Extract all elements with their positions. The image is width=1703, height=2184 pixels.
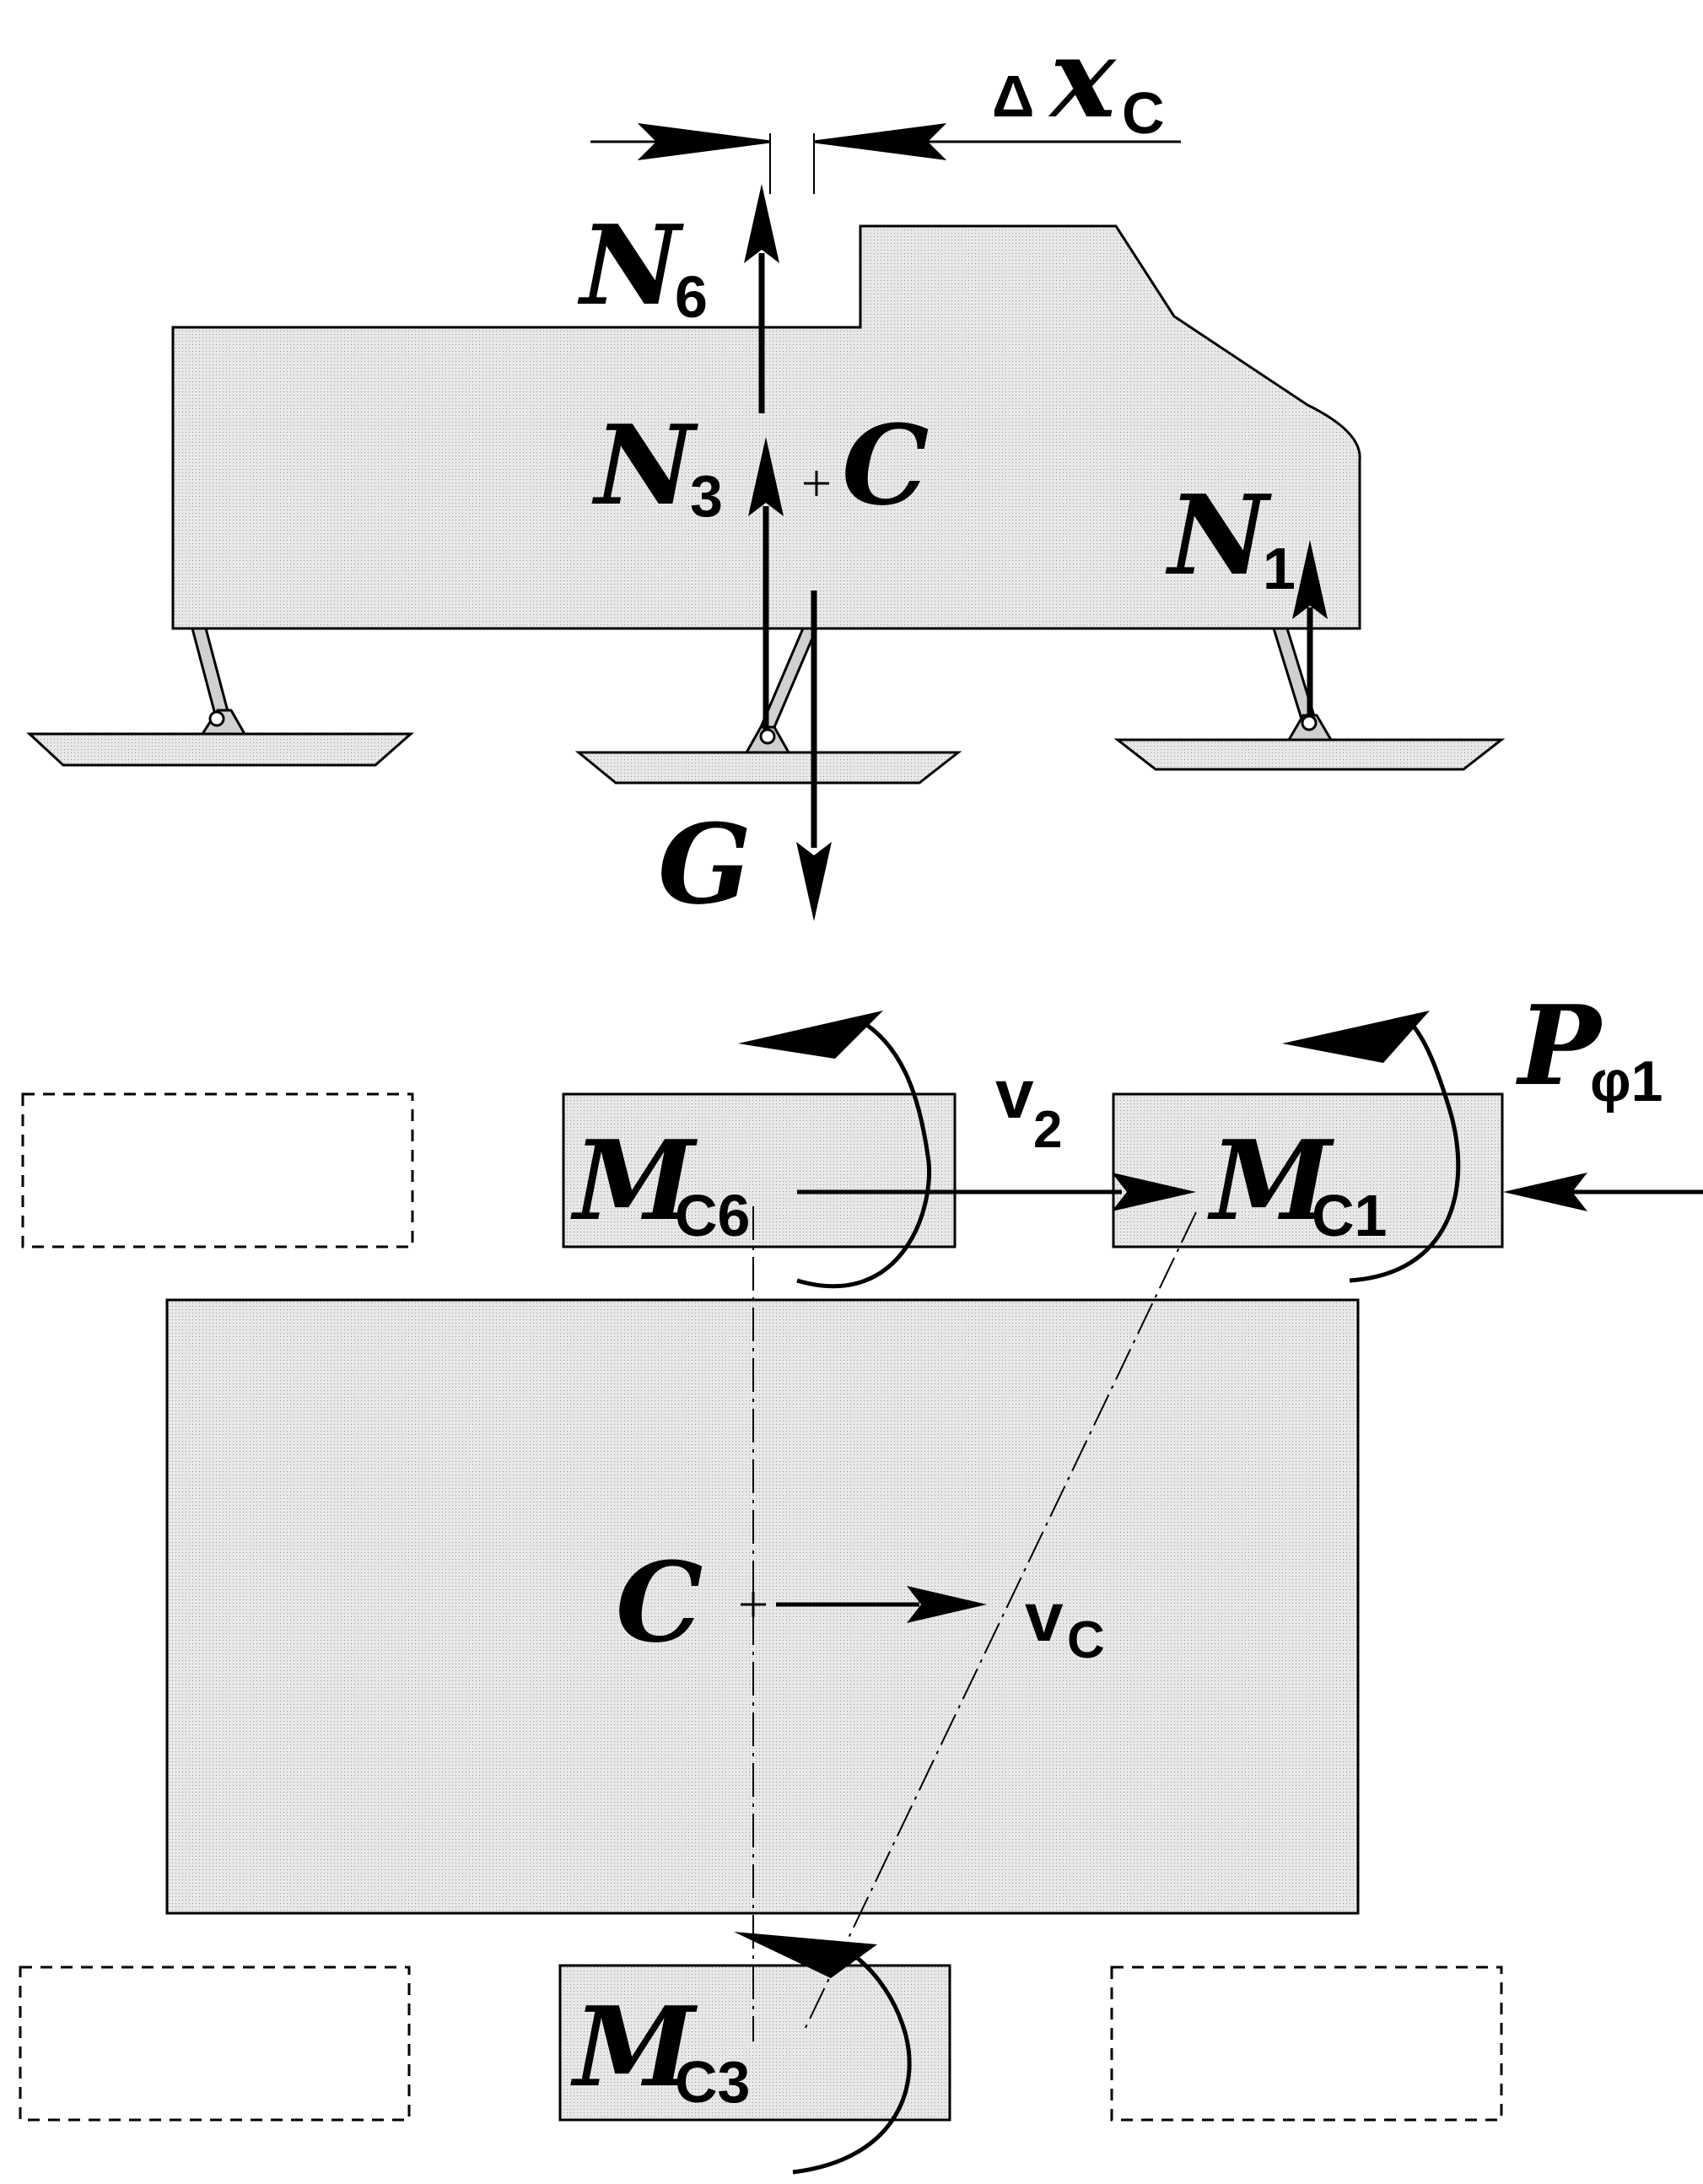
ski-middle: [574, 725, 962, 785]
ski-1-top: [1112, 1092, 1504, 1248]
side-view: Δ x C N 6 N 3 C N 1 G: [26, 13, 1506, 929]
mc6-label: M: [570, 1116, 698, 1245]
reference-lines: [752, 1206, 1197, 2041]
n1-force-arrow: [1292, 540, 1328, 715]
center-of-mass-marker-top: [741, 1592, 766, 1617]
ski-right: [1113, 714, 1506, 771]
p-phi1-subscript: φ1: [1590, 1049, 1663, 1114]
mc1-label: M: [1207, 1116, 1335, 1245]
mc3-subscript: C3: [675, 2049, 750, 2115]
ski-6-top: [562, 1092, 957, 1248]
n1-label: N: [1165, 471, 1272, 600]
vc-label: v: [1025, 1579, 1064, 1656]
v2-label: v: [995, 1056, 1034, 1133]
moment-arrow-mc6: [738, 1011, 931, 1289]
n3-force-arrow: [748, 437, 784, 730]
delta-xc-label: x: [1048, 13, 1117, 143]
n6-label: N: [577, 201, 684, 330]
c-label-side: C: [842, 401, 929, 530]
vc-velocity-arrow: [776, 1586, 987, 1623]
g-weight-arrow: [796, 590, 832, 921]
top-view: M C6 M C1 M C3 v 2 P φ1 C v C: [19, 981, 1703, 2175]
moment-arrow-mc1: [1282, 1011, 1461, 1283]
n3-subscript: 3: [690, 463, 723, 529]
v2-subscript: 2: [1033, 1101, 1062, 1159]
p-phi1-force-arrow: [1503, 1173, 1703, 1211]
mc6-subscript: C6: [675, 1183, 750, 1248]
delta-xc-dimension: [590, 122, 1181, 194]
ski-left: [26, 709, 414, 767]
v2-velocity-arrow: [797, 1173, 1196, 1211]
n6-force-arrow: [744, 184, 779, 413]
dashed-ski-placeholders: [19, 1092, 1503, 2122]
c-label-top: C: [616, 1538, 703, 1667]
moment-arrow-mc3: [734, 1932, 912, 2175]
vehicle-body: [171, 224, 1361, 630]
vehicle-body-top: [165, 1298, 1360, 1915]
ski-legs: [191, 627, 1320, 729]
vc-subscript: C: [1067, 1611, 1105, 1669]
p-phi1-label: P: [1515, 981, 1603, 1110]
center-of-mass-marker-side: [804, 471, 829, 496]
n1-subscript: 1: [1263, 536, 1296, 601]
n3-label: N: [591, 401, 698, 530]
n6-subscript: 6: [675, 264, 708, 330]
delta-xc-subscript: C: [1122, 80, 1165, 146]
mc1-subscript: C1: [1312, 1183, 1387, 1248]
g-label: G: [658, 800, 752, 929]
delta-symbol: Δ: [992, 63, 1034, 129]
mc3-label: M: [570, 1982, 698, 2111]
